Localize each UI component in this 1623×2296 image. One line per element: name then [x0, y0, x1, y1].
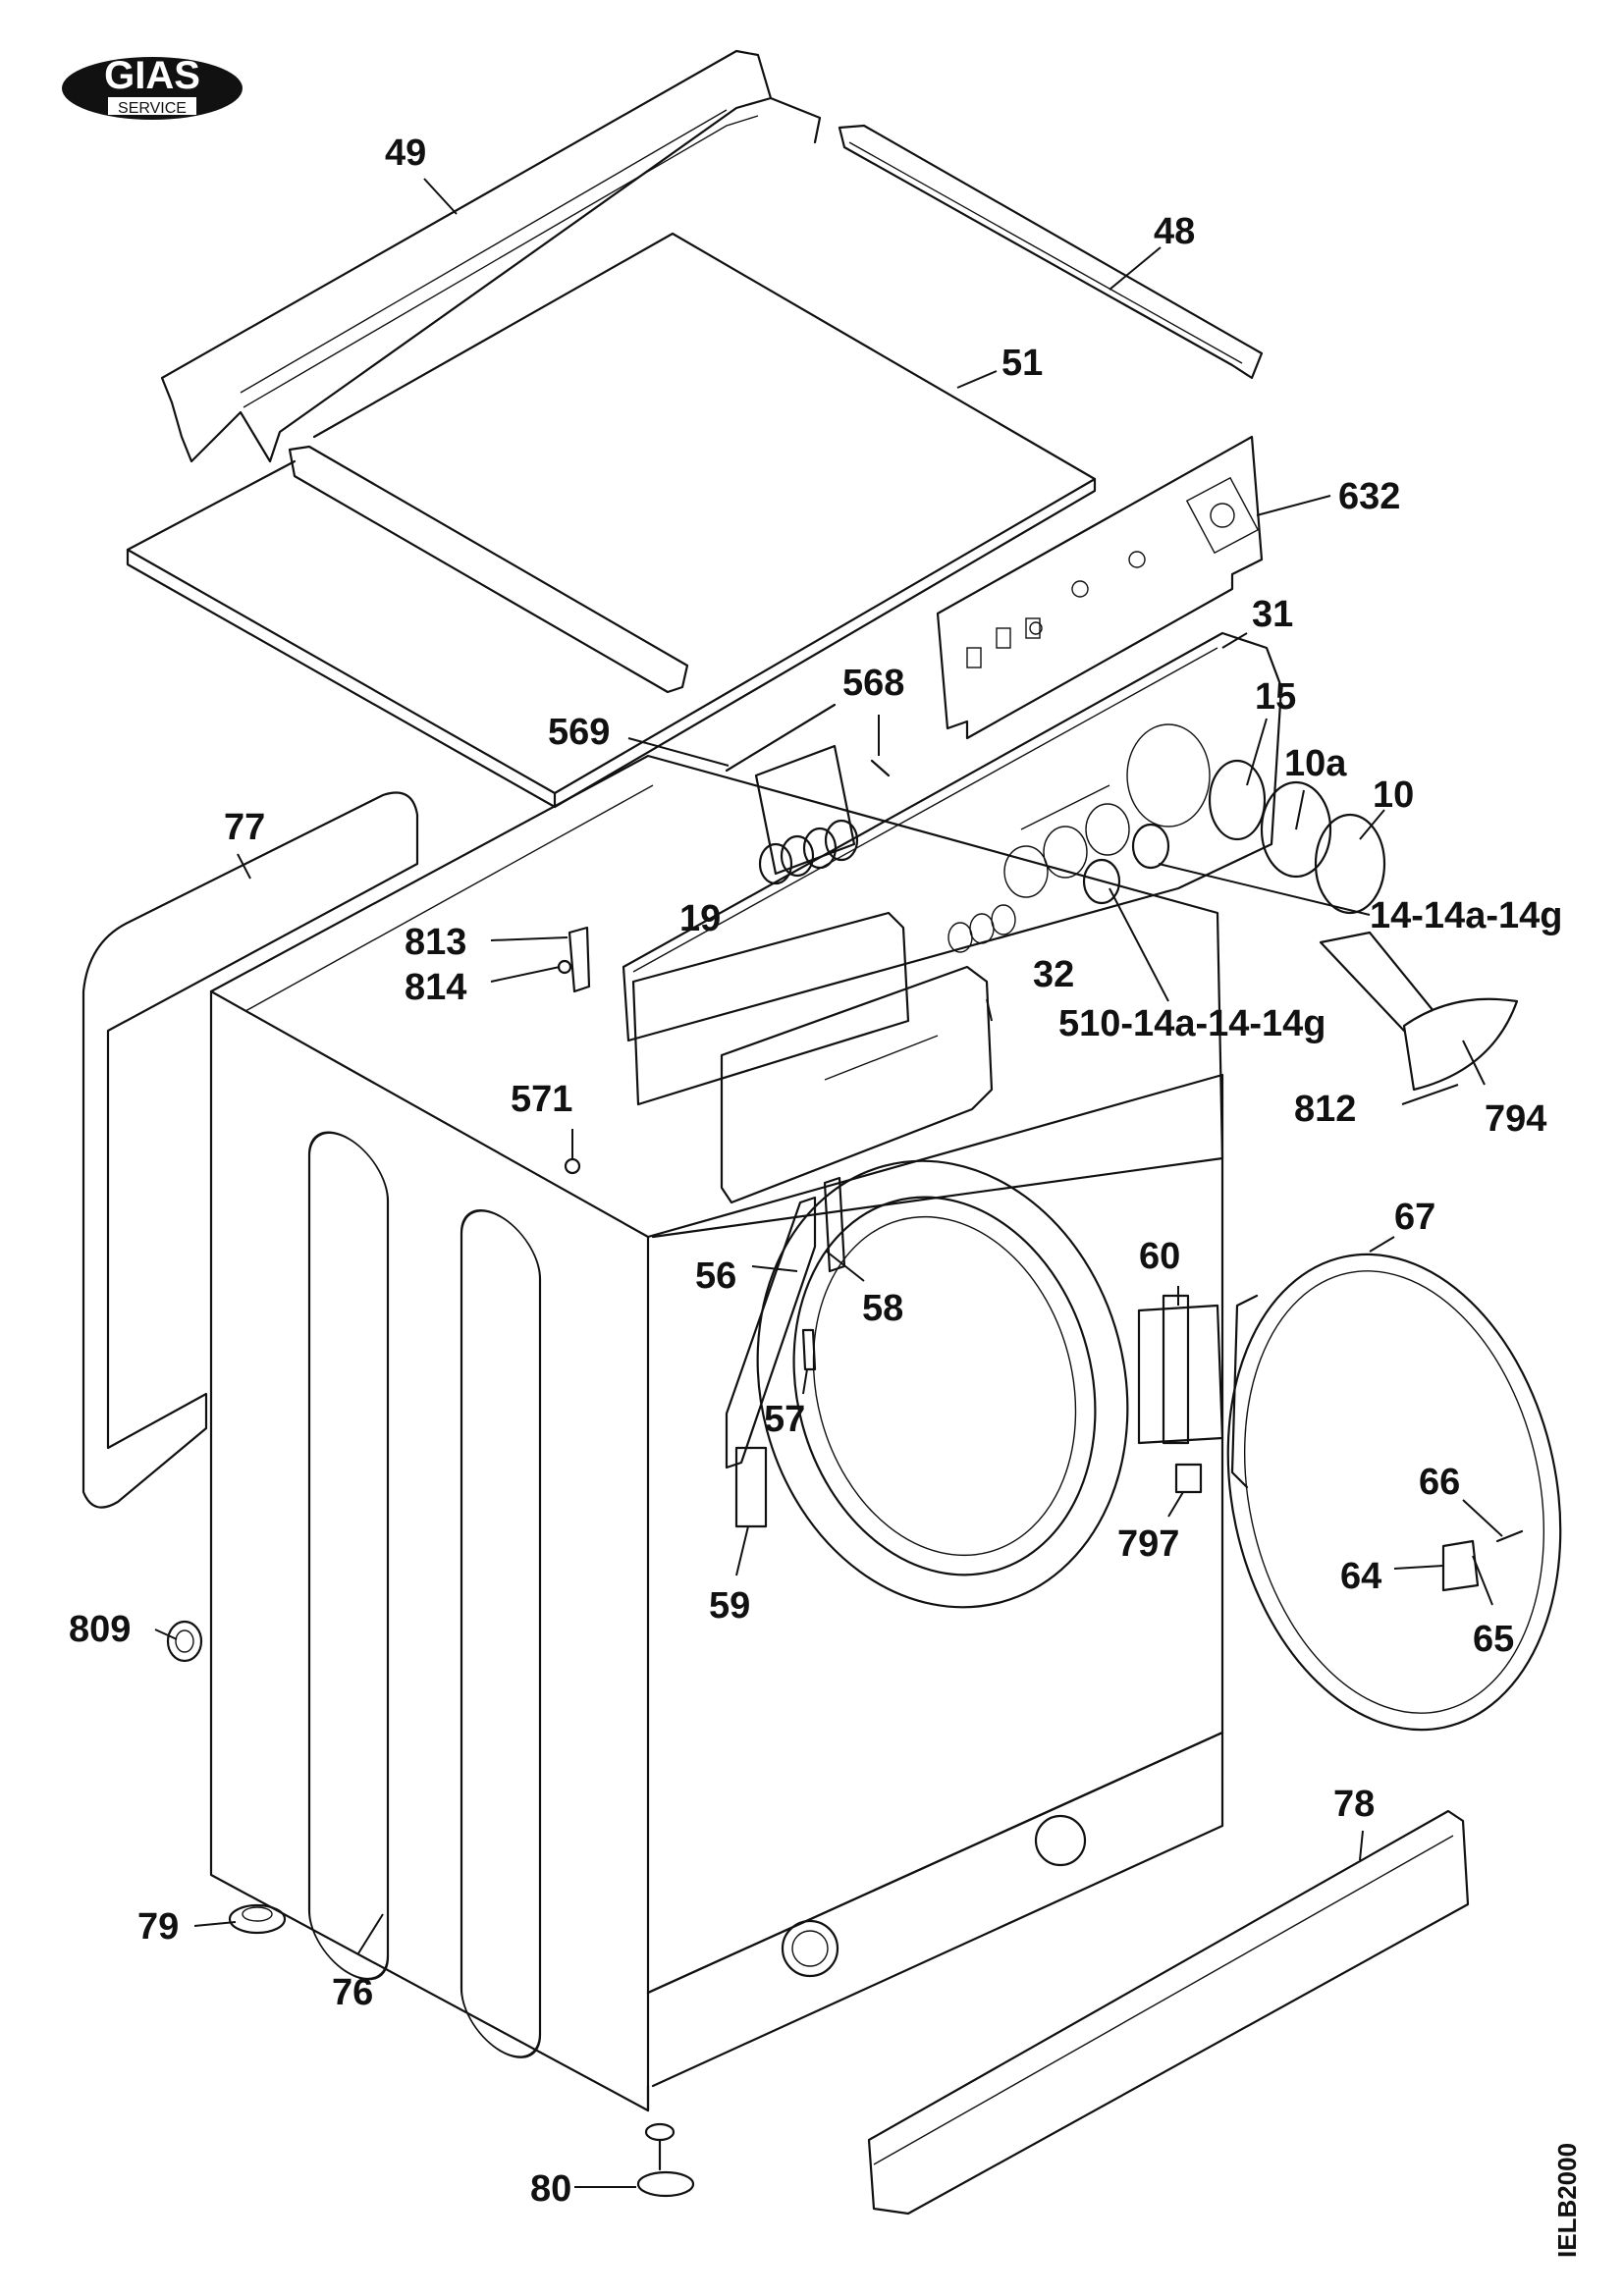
part-49-top-frame: [160, 49, 822, 463]
part-15-ring: [1208, 759, 1267, 841]
part-66-spring: [1495, 1529, 1524, 1543]
part-79-foot-pad: [228, 1903, 287, 1935]
callout-809: 809: [69, 1609, 131, 1650]
callout-10: 10: [1373, 774, 1414, 816]
logo-sub: SERVICE: [118, 100, 187, 117]
callout-49: 49: [385, 133, 426, 174]
callout-51: 51: [1001, 343, 1043, 384]
callout-19: 19: [679, 898, 721, 939]
part-10-knob: [1314, 813, 1386, 915]
part-48-side-rail: [838, 124, 1264, 380]
logo-brand: GIAS: [104, 54, 200, 97]
callout-79: 79: [137, 1906, 179, 1948]
part-67-door: [1226, 1253, 1562, 1732]
callout-80: 80: [530, 2168, 571, 2210]
callout-571: 571: [511, 1079, 572, 1120]
callout-568: 568: [842, 663, 904, 704]
drawing-code: IELB2000: [1552, 2143, 1582, 2258]
callout-66: 66: [1419, 1462, 1460, 1503]
part-571-screw: [564, 1157, 581, 1175]
part-814-screw: [557, 959, 572, 975]
callout-813: 813: [405, 922, 466, 963]
callouts: 49 48 51 632 31 568 569 15 10a 10 77 19 …: [69, 133, 1562, 2210]
callout-814: 814: [405, 967, 466, 1008]
callout-10a: 10a: [1284, 743, 1347, 784]
part-51-top-panel: [126, 232, 1097, 809]
callout-64: 64: [1340, 1556, 1381, 1597]
callout-56: 56: [695, 1255, 736, 1297]
part-813-clip: [568, 926, 591, 993]
part-10a-dial: [1260, 780, 1332, 879]
part-76-cabinet: [209, 754, 1224, 2112]
callout-57: 57: [764, 1399, 805, 1440]
door-interlock-parts: [725, 1176, 846, 1528]
callout-797: 797: [1117, 1523, 1179, 1565]
callout-60: 60: [1139, 1236, 1180, 1277]
callout-76: 76: [332, 1972, 373, 2013]
callout-794: 794: [1485, 1098, 1546, 1140]
part-809-cap: [166, 1620, 203, 1663]
callout-78: 78: [1333, 1784, 1375, 1825]
part-568-spring: [870, 759, 891, 777]
part-632-control-plate: [936, 435, 1264, 740]
callout-59: 59: [709, 1585, 750, 1627]
callout-31: 31: [1252, 594, 1293, 635]
part-19-levers: [754, 744, 859, 885]
part-797-pad: [1174, 1463, 1203, 1494]
callout-812: 812: [1294, 1089, 1356, 1130]
part-794-handle: [1319, 931, 1519, 1092]
callout-48: 48: [1154, 211, 1195, 252]
part-80-adjustable-foot: [636, 2122, 695, 2198]
part-64-latch: [1441, 1539, 1480, 1592]
callout-14-14a-14g: 14-14a-14g: [1370, 895, 1562, 936]
part-60-hinge: [1137, 1294, 1224, 1445]
callout-32: 32: [1033, 954, 1074, 995]
callout-632: 632: [1338, 476, 1400, 517]
callout-569: 569: [548, 712, 610, 753]
part-569-rod: [725, 703, 837, 773]
part-32-dispenser-drawer: [631, 911, 994, 1204]
part-77-gasket: [81, 791, 419, 1509]
callout-65: 65: [1473, 1619, 1514, 1660]
part-14-knobs: [1082, 823, 1170, 905]
callout-510-14a-14-14g: 510-14a-14-14g: [1058, 1003, 1326, 1044]
gias-service-logo: GIAS SERVICE: [62, 54, 243, 120]
callout-77: 77: [224, 807, 265, 848]
part-31-control-fascia: [622, 631, 1283, 1042]
callout-67: 67: [1394, 1197, 1435, 1238]
part-78-kickplate: [867, 1809, 1470, 2216]
callout-15: 15: [1255, 676, 1296, 718]
leader-lines: [154, 178, 1503, 2188]
front-door-opening: [756, 1159, 1129, 1978]
callout-58: 58: [862, 1288, 903, 1329]
